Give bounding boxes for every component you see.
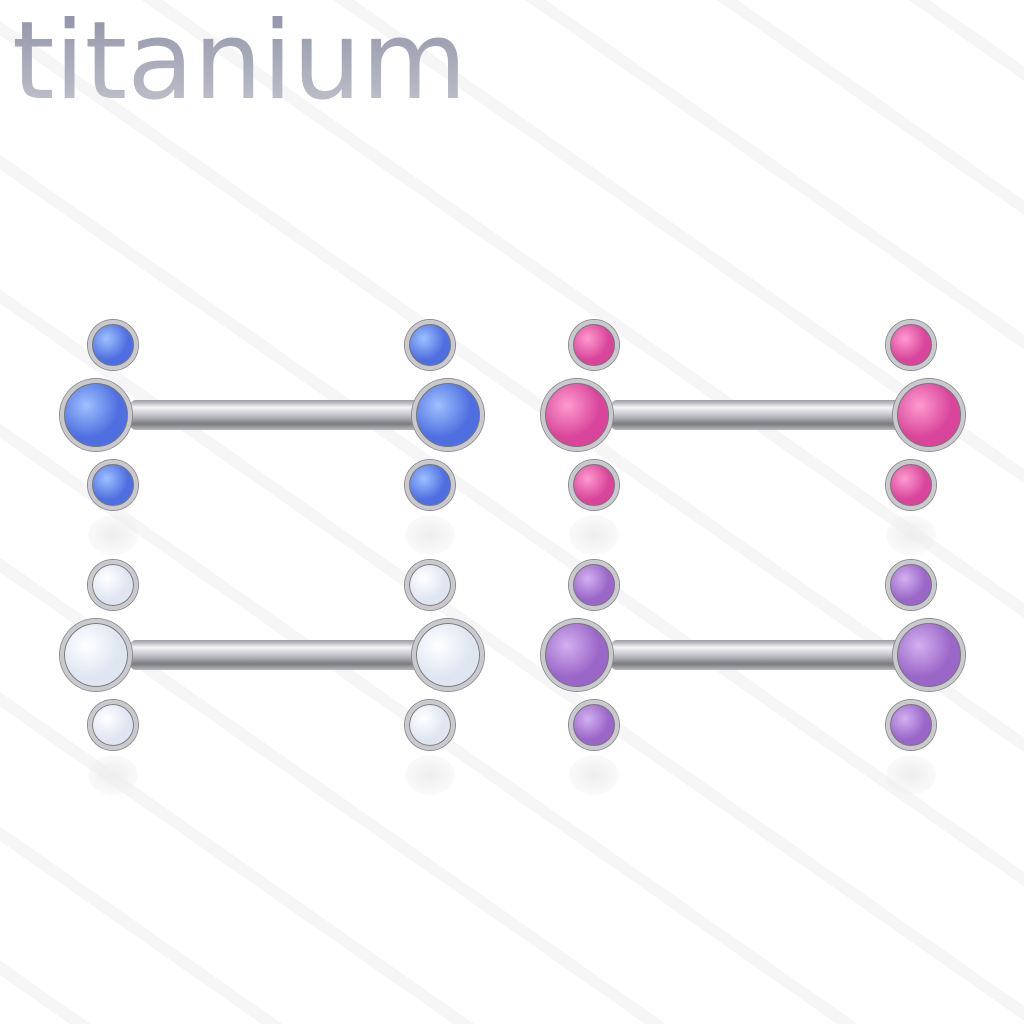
opal-gem — [886, 460, 936, 510]
opal-gem — [569, 320, 619, 370]
reflection — [886, 515, 936, 555]
reflection — [569, 515, 619, 555]
opal-gem — [405, 320, 455, 370]
opal-gem — [412, 379, 484, 451]
opal-gem — [405, 460, 455, 510]
titanium-logo: titanium — [12, 0, 467, 110]
opal-gem — [88, 460, 138, 510]
opal-gem — [412, 619, 484, 691]
barbell-pink-opal — [541, 320, 965, 555]
reflection — [405, 755, 455, 795]
opal-gem — [886, 320, 936, 370]
reflection — [88, 515, 138, 555]
opal-gem — [569, 560, 619, 610]
opal-gem — [886, 700, 936, 750]
opal-gem — [541, 619, 613, 691]
barbell-blue-opal — [60, 320, 484, 555]
barbell-bar — [130, 400, 420, 430]
barbell-bar — [130, 640, 420, 670]
opal-gem — [541, 379, 613, 451]
opal-gem — [569, 700, 619, 750]
reflection — [569, 755, 619, 795]
opal-gem — [88, 320, 138, 370]
opal-gem — [893, 619, 965, 691]
barbell-purple-opal — [541, 560, 965, 795]
reflection — [88, 755, 138, 795]
reflection — [886, 755, 936, 795]
opal-gem — [88, 700, 138, 750]
logo-text: titanium — [12, 0, 467, 110]
opal-gem — [893, 379, 965, 451]
opal-gem — [60, 379, 132, 451]
barbell-bar — [611, 400, 901, 430]
opal-gem — [886, 560, 936, 610]
reflection — [405, 515, 455, 555]
opal-gem — [405, 700, 455, 750]
opal-gem — [88, 560, 138, 610]
barbell-bar — [611, 640, 901, 670]
opal-gem — [569, 460, 619, 510]
barbell-white-opal — [60, 560, 484, 795]
opal-gem — [405, 560, 455, 610]
opal-gem — [60, 619, 132, 691]
